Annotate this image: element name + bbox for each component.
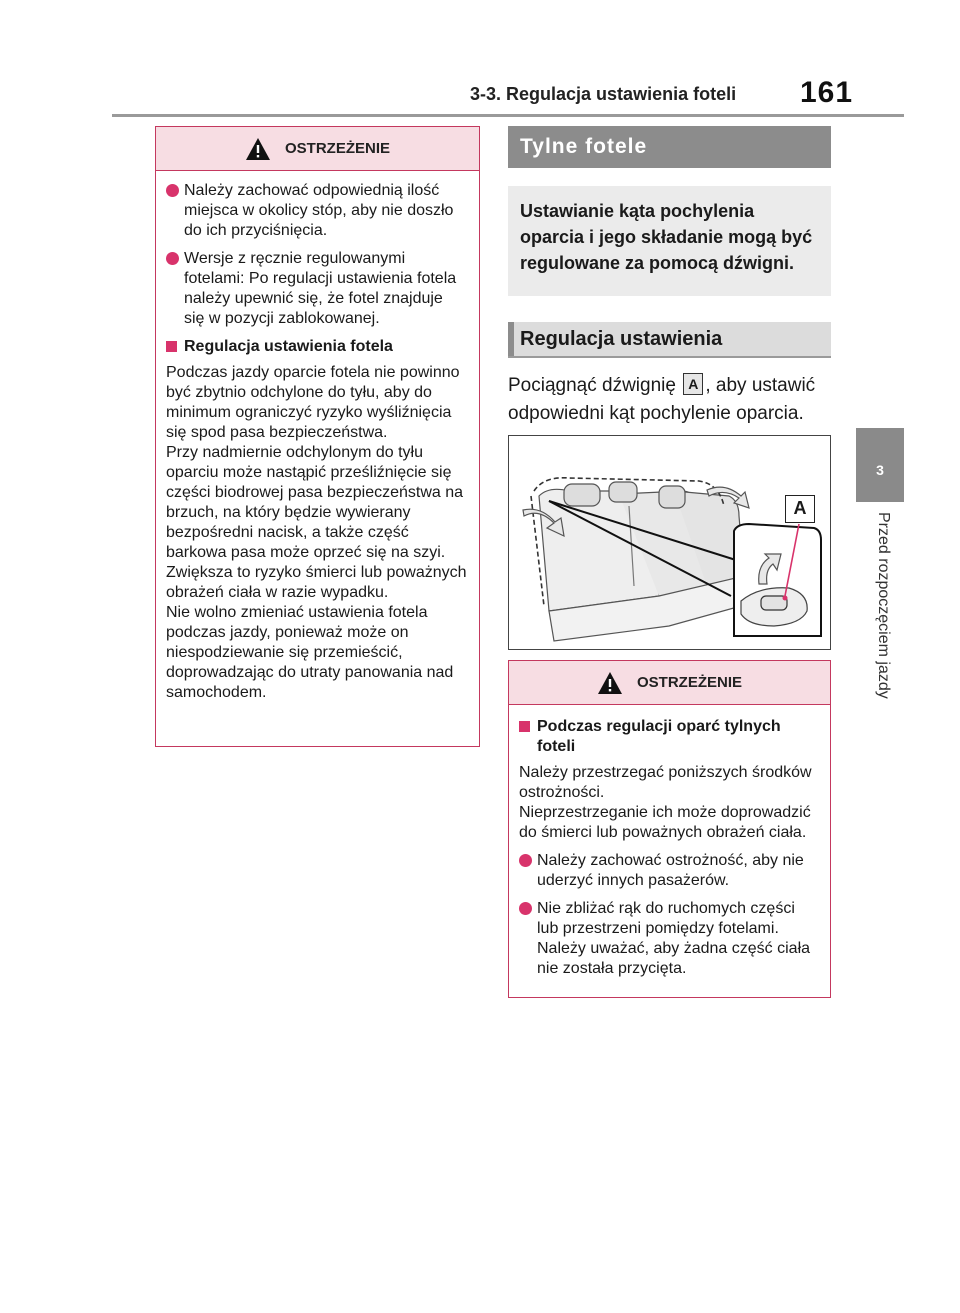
chapter-title-vertical: Przed rozpoczęciem jazdy	[866, 512, 892, 748]
warning-header: OSTRZEŻENIE	[509, 661, 830, 705]
warning-header: OSTRZEŻENIE	[156, 127, 479, 171]
page-number: 161	[800, 76, 854, 109]
list-item: Należy zachować ostrożność, aby nie uder…	[519, 851, 818, 891]
bullet-text: Należy zachować odpowiednią ilość miejsc…	[184, 182, 454, 239]
bullet-icon	[166, 184, 179, 197]
warning-body: Należy zachować odpowiednią ilość miejsc…	[156, 171, 479, 713]
rear-seat-illustration	[508, 435, 831, 650]
section-intro: Ustawianie kąta pochylenia oparcia i jeg…	[508, 186, 831, 296]
instruction-after: , aby ustawić odpowiedni kąt pochylenie …	[508, 375, 816, 424]
warning-triangle-icon	[245, 137, 270, 160]
warning-paragraph: Należy przestrzegać poniższych środków o…	[519, 764, 812, 841]
warning-triangle-icon	[597, 671, 622, 694]
header-rule	[112, 114, 904, 117]
section-title: 3-3. Regulacja ustawienia foteli	[470, 84, 737, 104]
instruction-before: Pociągnąć dźwignię	[508, 375, 676, 396]
warning-paragraph: Podczas jazdy oparcie fotela nie powinno…	[166, 364, 467, 701]
bullet-text: Należy zachować ostrożność, aby nie uder…	[537, 852, 804, 889]
instruction-text: Pociągnąć dźwignię A, aby ustawić odpowi…	[508, 372, 838, 428]
warning-body: Podczas regulacji oparć tylnych foteli N…	[509, 705, 830, 997]
figure-callout-label: A	[785, 495, 815, 523]
bullet-text: Nie zbliżać rąk do ruchomych części lub …	[537, 900, 811, 977]
subheading-text: Podczas regulacji oparć tylnych foteli	[537, 718, 781, 755]
bullet-icon	[519, 854, 532, 867]
left-warning-box: OSTRZEŻENIE Należy zachować odpowiednią …	[155, 126, 480, 747]
seat-drawing	[522, 476, 822, 642]
section-header-rear-seats: Tylne fotele	[508, 126, 831, 168]
warning-subheading: Podczas regulacji oparć tylnych foteli	[519, 717, 818, 757]
list-item: Nie zbliżać rąk do ruchomych części lub …	[519, 899, 818, 979]
square-bullet-icon	[519, 721, 530, 732]
chapter-title: Przed rozpoczęciem jazdy	[875, 512, 892, 699]
warning-title: OSTRZEŻENIE	[284, 140, 390, 157]
subsection-title: Regulacja ustawienia	[520, 328, 723, 350]
square-bullet-icon	[166, 341, 177, 352]
warning-subheading: Regulacja ustawienia fotela	[166, 337, 467, 357]
subheading-text: Regulacja ustawienia fotela	[184, 338, 393, 355]
bullet-icon	[166, 252, 179, 265]
bullet-icon	[519, 902, 532, 915]
list-item: Należy zachować odpowiednią ilość miejsc…	[166, 181, 467, 241]
bullet-text: Wersje z ręcznie regulowanymi fotelami: …	[184, 250, 457, 327]
right-warning-box: OSTRZEŻENIE Podczas regulacji oparć tyln…	[508, 660, 831, 998]
list-item: Wersje z ręcznie regulowanymi fotelami: …	[166, 249, 467, 329]
subsection-header: Regulacja ustawienia	[508, 322, 831, 358]
warning-title: OSTRZEŻENIE	[636, 674, 742, 691]
chapter-tab: 3	[856, 428, 904, 502]
callout-label: A	[683, 373, 704, 395]
